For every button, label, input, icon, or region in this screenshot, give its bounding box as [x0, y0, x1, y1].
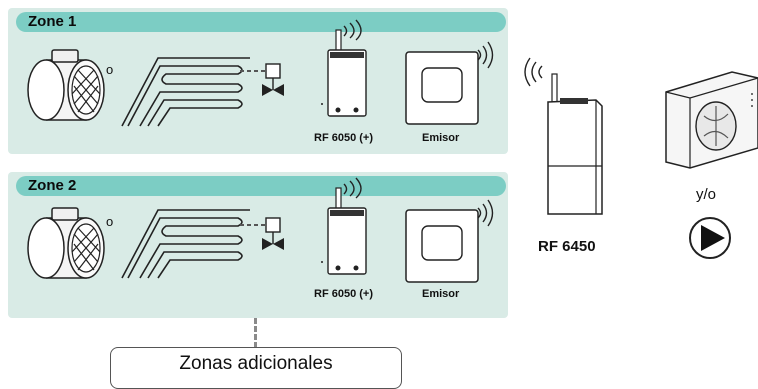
- zone-1-receiver-label: RF 6050 (+): [314, 132, 373, 144]
- thermostat-icon: [405, 41, 494, 125]
- zone-1-title: Zone 1: [28, 13, 77, 30]
- damper-icon: [27, 207, 105, 279]
- controller-icon: [524, 57, 603, 215]
- damper-icon: [27, 49, 105, 121]
- zone-1-panel: Zone 1 o: [8, 8, 508, 154]
- controller-label: RF 6450: [538, 238, 596, 255]
- underfloor-heating-icon: [121, 57, 250, 127]
- heat-pump-icon: [665, 71, 758, 169]
- zone-2-header: Zone 2: [16, 176, 506, 196]
- valve-icon: [240, 63, 284, 96]
- thermostat-icon: [405, 199, 494, 283]
- receiver-icon: [321, 19, 367, 117]
- zone-2-transmitter-label: Emisor: [422, 288, 460, 300]
- underfloor-heating-icon: [121, 209, 250, 279]
- receiver-icon: [321, 177, 367, 275]
- zone-2-or-label: o: [106, 214, 114, 229]
- zone-1-transmitter-label: Emisor: [422, 132, 460, 144]
- circulator-pump-icon: [689, 217, 731, 259]
- zone-1-or-label: o: [106, 62, 114, 77]
- zone-2-panel: Zone 2 o R: [8, 172, 508, 318]
- zone-2-title: Zone 2: [28, 177, 77, 194]
- zone-1-header: Zone 1: [16, 12, 506, 32]
- zone-2-receiver-label: RF 6050 (+): [314, 288, 373, 300]
- and-or-label: y/o: [696, 186, 717, 203]
- valve-icon: [240, 217, 284, 250]
- additional-zones-box: Zonas adicionales: [110, 347, 402, 389]
- additional-zones-connector: [254, 318, 257, 348]
- additional-zones-label: Zonas adicionales: [179, 353, 333, 374]
